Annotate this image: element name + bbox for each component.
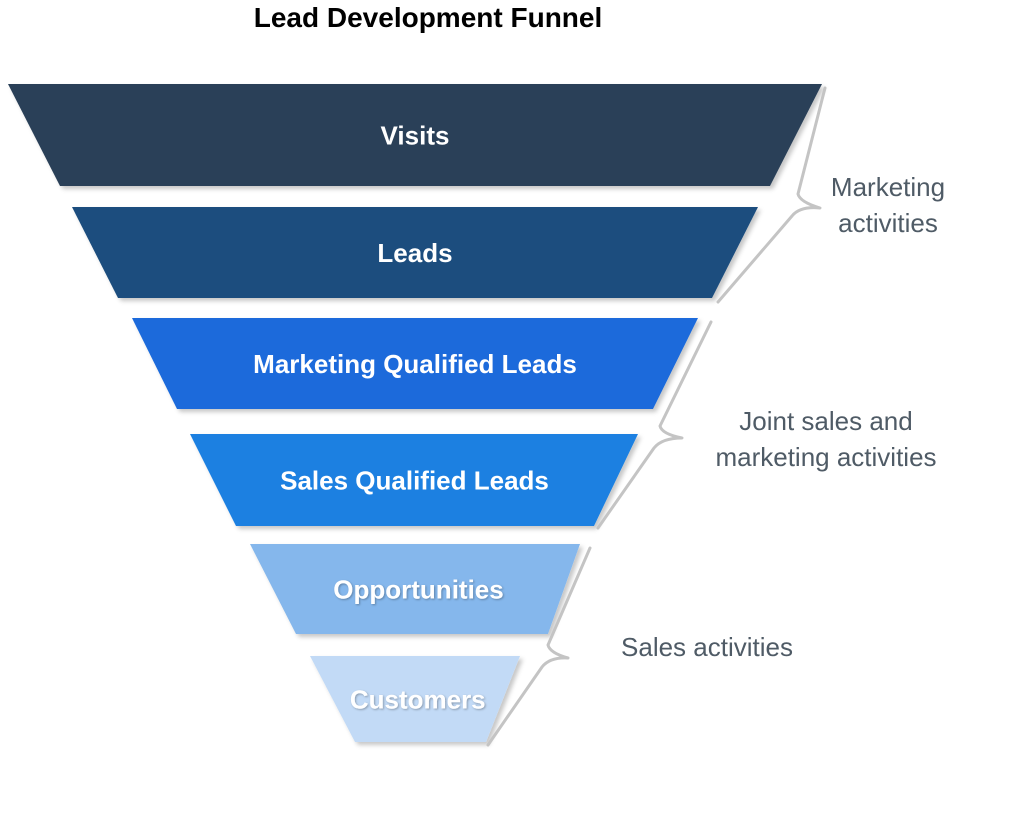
activity-label-1: Marketing activities [831,172,945,238]
page-title: Lead Development Funnel [253,2,603,33]
funnel-stage-visits: Visits [8,84,822,186]
activity-label-line: Sales activities [621,632,793,662]
funnel-stage-shape [310,656,520,742]
activity-label-3: Sales activities [621,632,793,662]
funnel-stage-customers: Customers [310,656,520,742]
funnel-stage-label: Marketing Qualified Leads [253,349,577,379]
activity-label-line: marketing activities [715,442,936,472]
activity-label-2: Joint sales and marketing activities [715,406,936,472]
funnel-stage-label: Opportunities [333,574,503,604]
activity-label-line: Joint sales and [739,406,912,436]
bracket-1 [716,86,827,304]
activity-label-line: Marketing [831,172,945,202]
bracket-2 [596,320,713,530]
funnel-stage-leads: Leads [72,207,758,298]
funnel-stage-opportunities: Opportunities [250,544,580,634]
funnel-stage-shape [250,544,580,634]
funnel-stage-shape [8,84,822,186]
activity-label-line: activities [838,208,938,238]
funnel-stage-label: Visits [381,120,450,150]
bracket-3 [486,546,592,747]
funnel-stage-shape [72,207,758,298]
funnel-stage-label: Leads [377,238,452,268]
funnel-stage-marketing-qualified-leads: Marketing Qualified Leads [132,318,698,409]
funnel-stage-label: Sales Qualified Leads [280,465,549,495]
funnel-stage-label: Customers [350,684,486,714]
funnel-stage-shape [190,434,638,526]
funnel-stage-sales-qualified-leads: Sales Qualified Leads [190,434,638,526]
funnel-stage-shape [132,318,698,409]
activity-brackets [486,86,827,747]
